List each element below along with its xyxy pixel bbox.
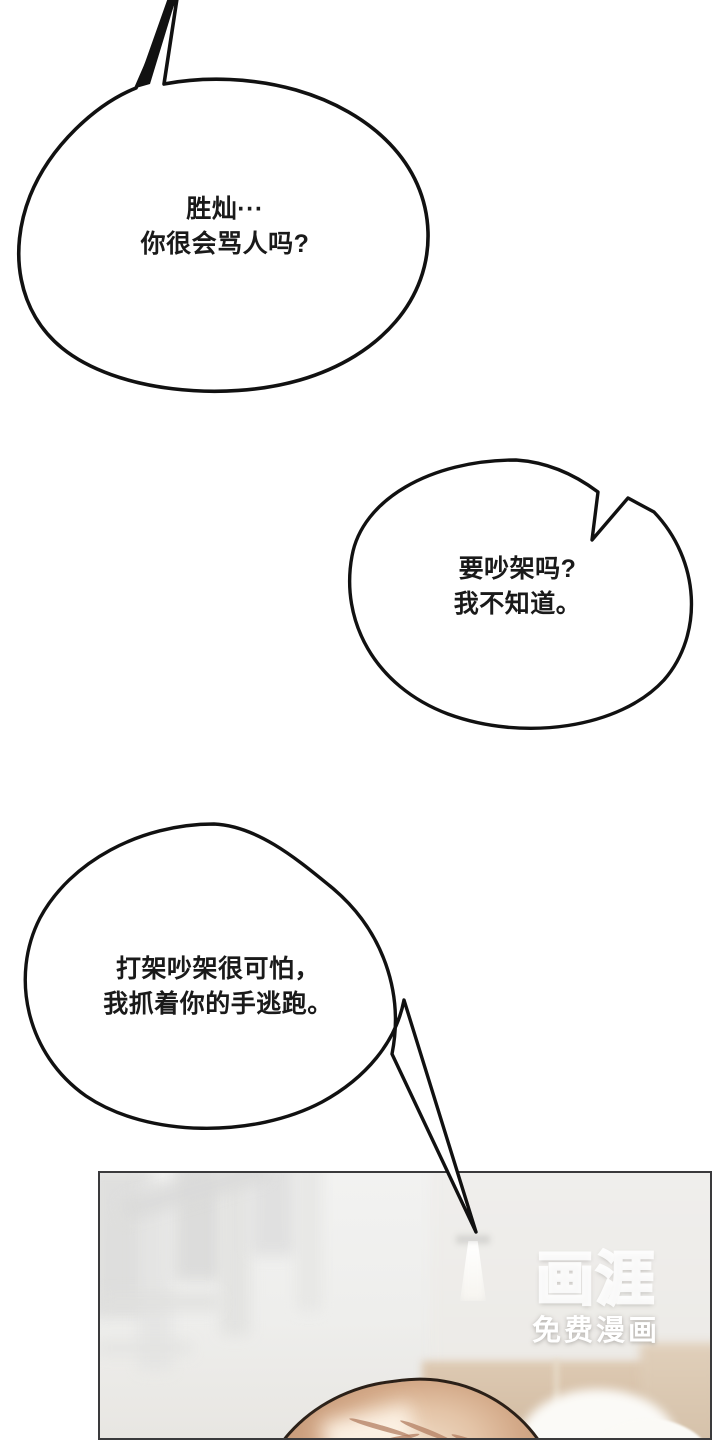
background-architecture-block [250, 1173, 296, 1256]
background-architecture-block [296, 1173, 322, 1311]
ceiling-lamp-rod [456, 1235, 490, 1244]
background-architecture-block [220, 1173, 250, 1336]
bubble-3-text: 打架吵架很可怕， 我抓着你的手逃跑。 [103, 955, 333, 1018]
bubble-2-text: 要吵架吗? 我不知道。 [453, 555, 582, 618]
bottom-art-panel: 画涯 免费漫画 [98, 1171, 712, 1440]
blonde-character [239, 1360, 575, 1438]
bubble-1-text: 胜灿··· 你很会骂人吗? [140, 195, 310, 258]
background-architecture-block [100, 1293, 220, 1311]
background-architecture-block [100, 1341, 192, 1355]
